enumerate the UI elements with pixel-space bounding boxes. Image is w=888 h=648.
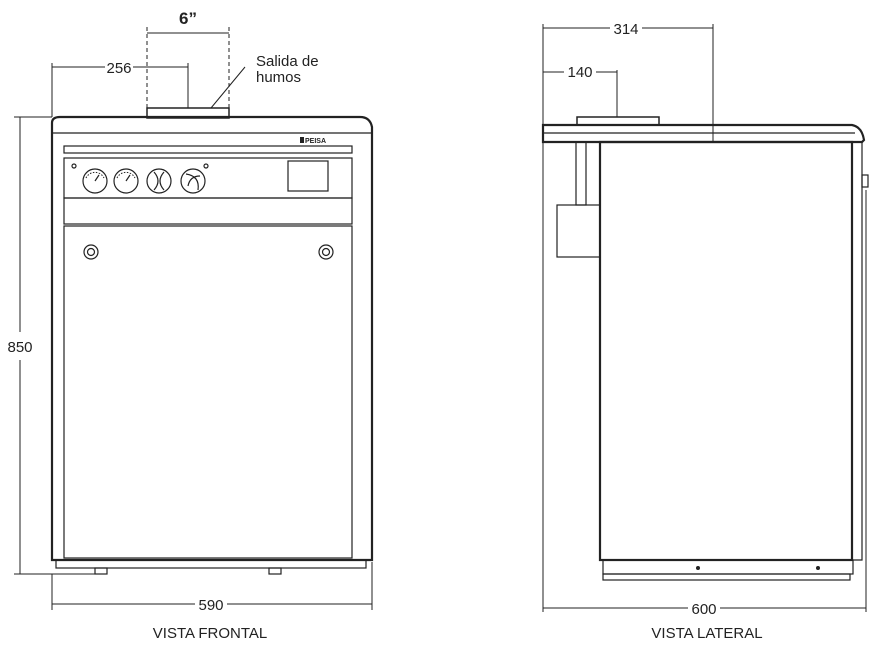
brand-label: PEISA bbox=[305, 138, 326, 145]
flue-leader-line bbox=[210, 66, 246, 109]
thermometer-gauge-icon bbox=[82, 168, 108, 194]
side-view: 314 140 600 VISTA LATERAL bbox=[541, 21, 869, 642]
flue-diameter-label: 6” bbox=[179, 9, 197, 28]
panel-screw-icon bbox=[71, 163, 77, 169]
panel-screw-icon bbox=[203, 163, 209, 169]
front-foot bbox=[268, 567, 282, 575]
flue-offset-label: 256 bbox=[106, 60, 131, 77]
knob-grip-icon bbox=[153, 171, 165, 191]
gauge-needle-icon bbox=[125, 174, 131, 182]
door-screw-icon bbox=[318, 244, 334, 260]
door-screw-inner-icon bbox=[321, 247, 331, 257]
front-door bbox=[63, 225, 353, 559]
side-knob-protrusion bbox=[861, 174, 869, 188]
selector-knob-icon bbox=[180, 168, 206, 194]
side-front-panel bbox=[852, 141, 863, 561]
rear-pipe bbox=[575, 141, 587, 206]
front-view: PEISA 6” bbox=[7, 9, 374, 642]
flue-label-line1: Salida de bbox=[256, 53, 319, 70]
height-label: 850 bbox=[7, 339, 32, 356]
pressure-gauge-icon bbox=[113, 168, 139, 194]
side-base bbox=[602, 559, 854, 575]
front-top-strip bbox=[63, 145, 353, 154]
flue-label-line2: humos bbox=[256, 69, 301, 86]
door-screw-inner-icon bbox=[86, 247, 96, 257]
gauge-scale-icon bbox=[116, 171, 136, 179]
base-screw-icon bbox=[816, 566, 820, 570]
gauge-needle-icon bbox=[94, 174, 100, 182]
front-base bbox=[55, 559, 367, 569]
side-top-plate bbox=[541, 123, 866, 144]
side-base-rail bbox=[602, 573, 851, 581]
front-cabinet-outline bbox=[50, 115, 374, 562]
side-view-caption: VISTA LATERAL bbox=[651, 625, 762, 642]
thermostat-knob-icon bbox=[146, 168, 172, 194]
gauge-scale-icon bbox=[85, 171, 105, 179]
control-panel-lower bbox=[63, 197, 353, 225]
flue-position-label: 314 bbox=[613, 21, 638, 38]
side-body bbox=[598, 140, 854, 562]
side-flue-offset-label: 140 bbox=[567, 64, 592, 81]
rear-box bbox=[556, 204, 601, 258]
door-screw-icon bbox=[83, 244, 99, 260]
front-foot bbox=[94, 567, 108, 575]
brand-logo-icon bbox=[300, 137, 304, 143]
depth-label: 600 bbox=[691, 601, 716, 618]
display-window bbox=[287, 160, 329, 192]
width-label: 590 bbox=[198, 597, 223, 614]
front-view-caption: VISTA FRONTAL bbox=[153, 625, 267, 642]
knob-grip-icon bbox=[185, 173, 201, 191]
base-screw-icon bbox=[696, 566, 700, 570]
side-flue-stub bbox=[576, 116, 660, 126]
